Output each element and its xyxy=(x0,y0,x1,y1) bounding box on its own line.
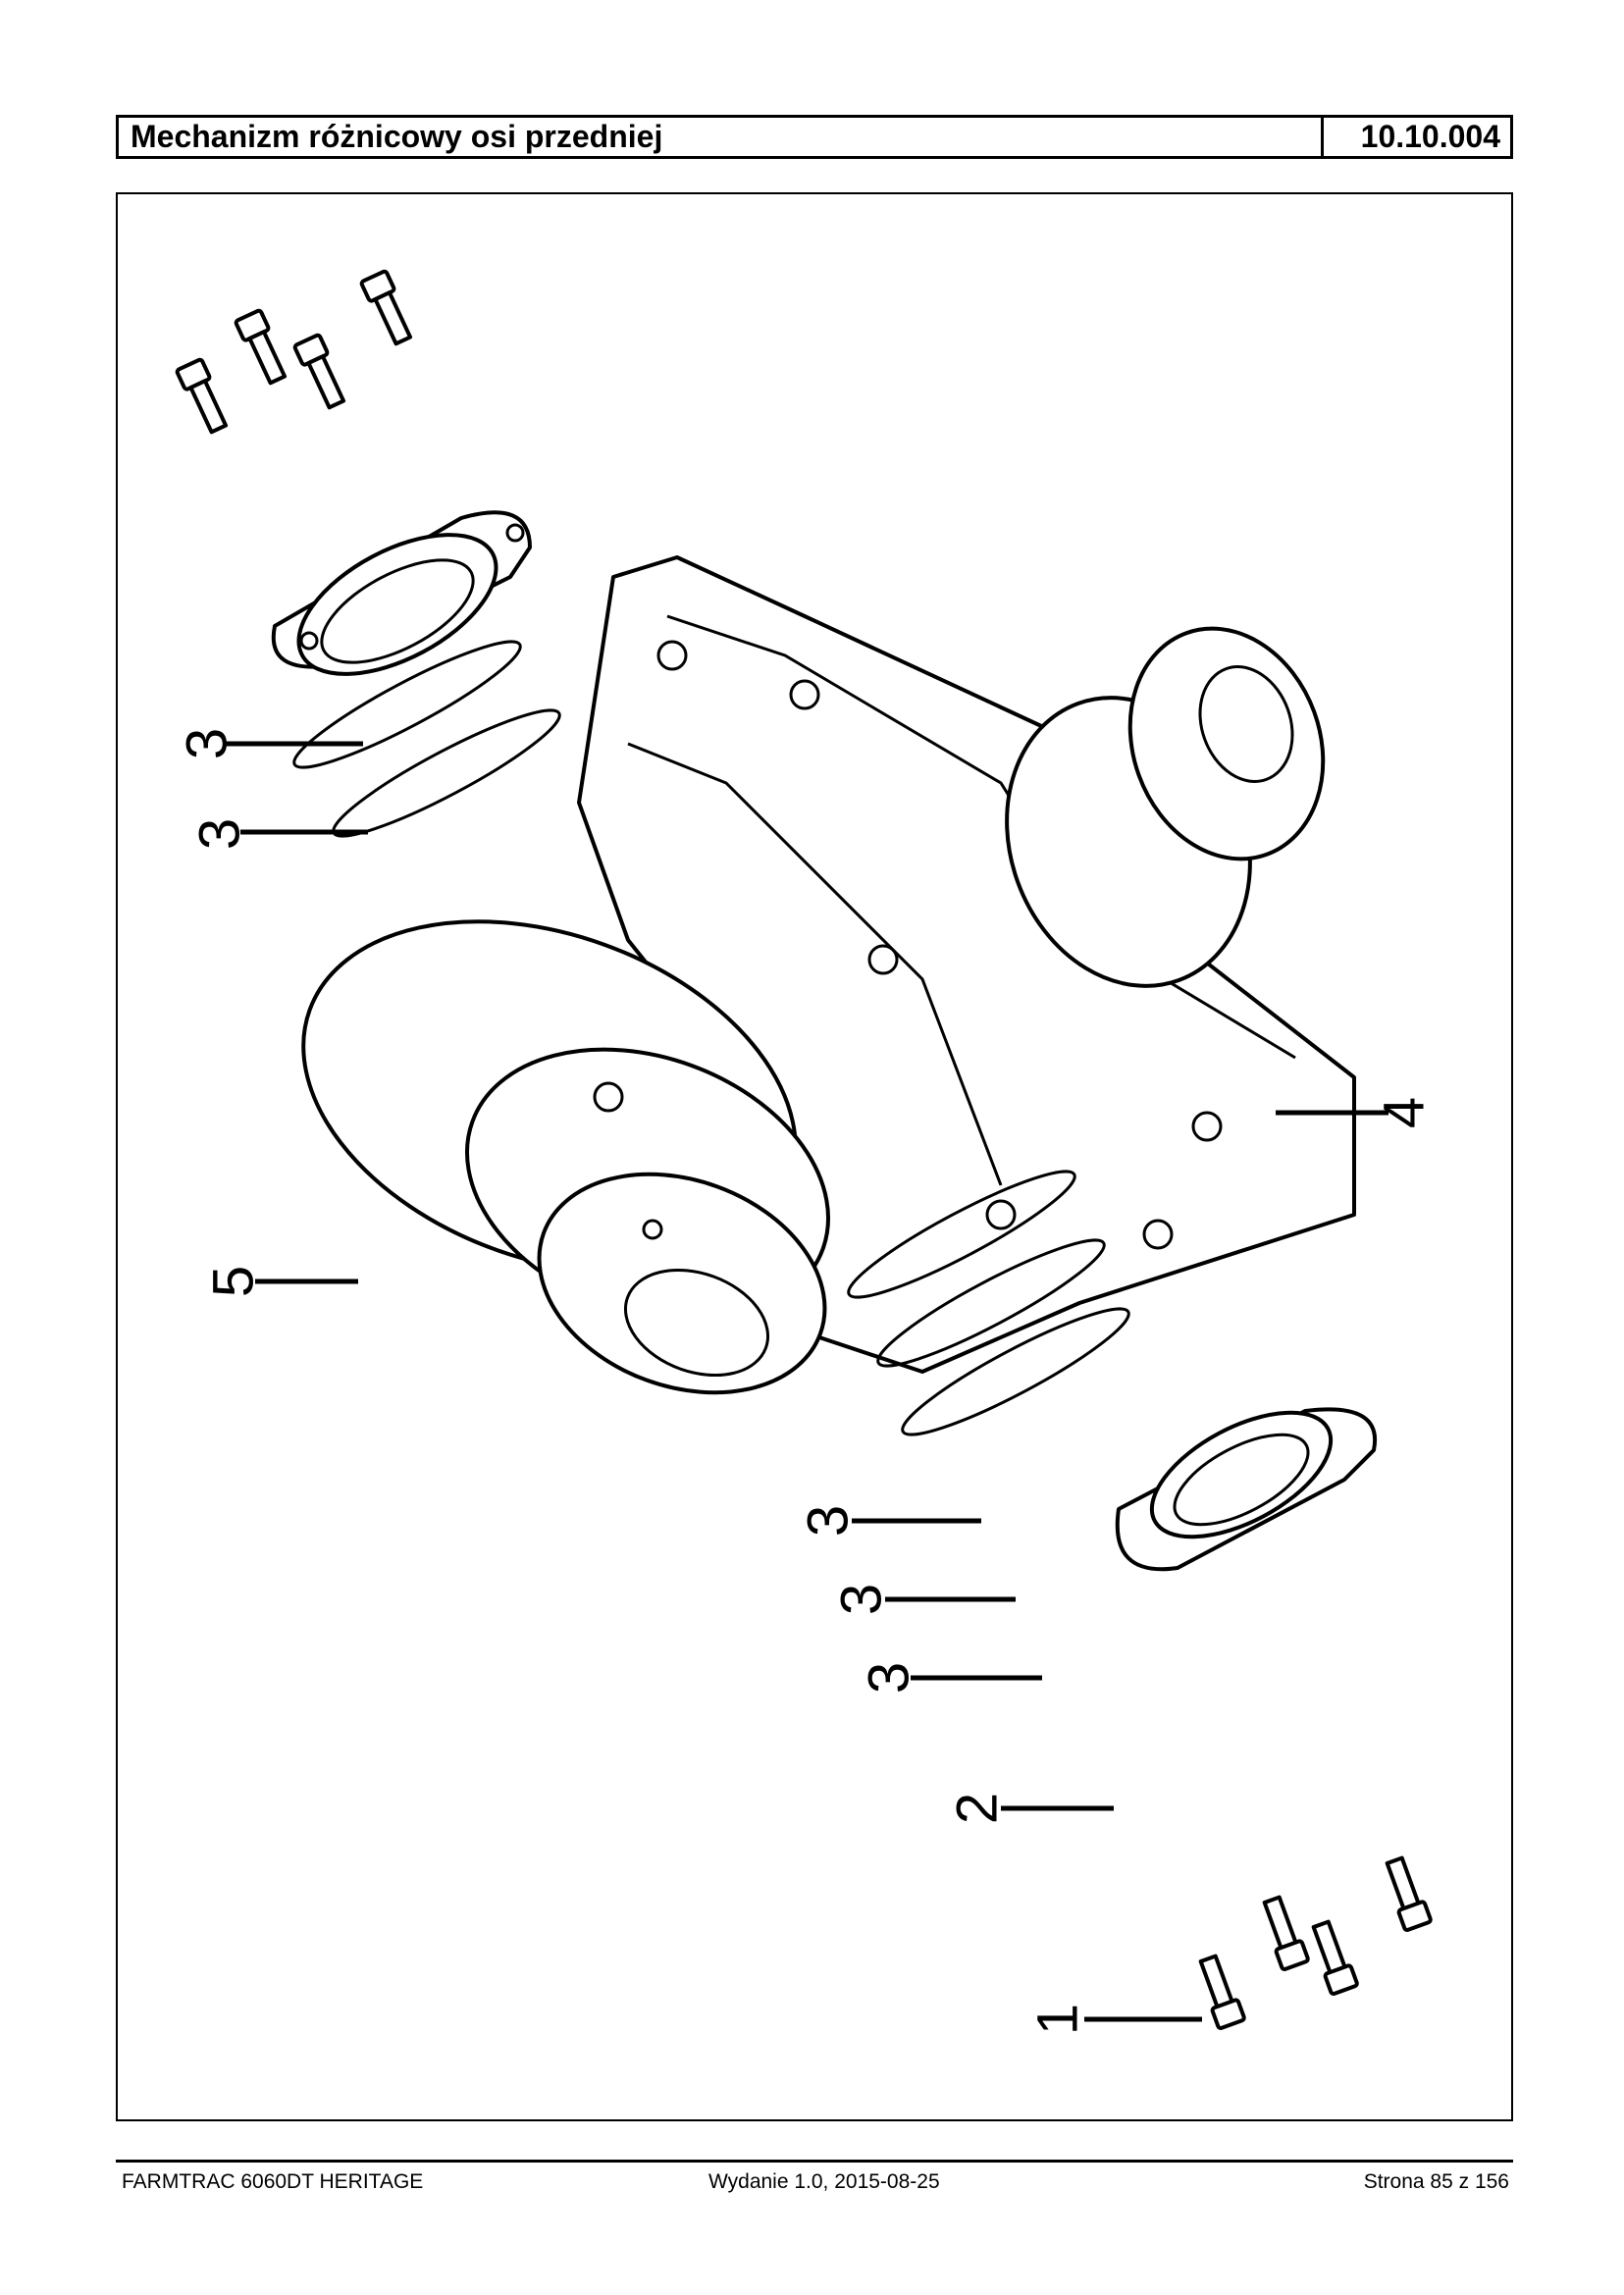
parts-diagram: 3 3 4 5 3 3 3 2 1 xyxy=(175,269,1436,2035)
footer-model: FARMTRAC 6060DT HERITAGE xyxy=(122,2170,424,2193)
exploded-view-drawing: 3 3 4 5 3 3 3 2 1 xyxy=(116,192,1513,2121)
differential-assembly xyxy=(301,919,830,1395)
callout-3a: 3 xyxy=(175,728,238,759)
footer-edition: Wydanie 1.0, 2015-08-25 xyxy=(708,2170,940,2193)
callout-4: 4 xyxy=(1372,1097,1436,1128)
callout-3e: 3 xyxy=(857,1662,920,1694)
page-title: Mechanizm różnicowy osi przedniej xyxy=(119,118,1324,156)
callout-5: 5 xyxy=(201,1266,265,1297)
footer-divider xyxy=(116,2160,1513,2163)
shim-set-bottom xyxy=(847,1170,1130,1436)
callout-3b: 3 xyxy=(187,818,251,850)
callout-1: 1 xyxy=(1025,2004,1089,2035)
bolt-group-bottom xyxy=(1198,1855,1433,2030)
footer-page-number: Strona 85 z 156 xyxy=(1363,2170,1509,2193)
callout-3d: 3 xyxy=(829,1584,893,1615)
header-bar: Mechanizm różnicowy osi przedniej 10.10.… xyxy=(116,115,1513,159)
section-code: 10.10.004 xyxy=(1360,119,1500,154)
bearing-cap-top xyxy=(271,510,532,676)
bearing-cap-bottom xyxy=(1115,1407,1378,1572)
bolt-group-top xyxy=(175,269,413,435)
callout-2: 2 xyxy=(945,1793,1009,1824)
callouts: 3 3 4 5 3 3 3 2 1 xyxy=(175,728,1436,2035)
callout-3c: 3 xyxy=(796,1505,860,1537)
